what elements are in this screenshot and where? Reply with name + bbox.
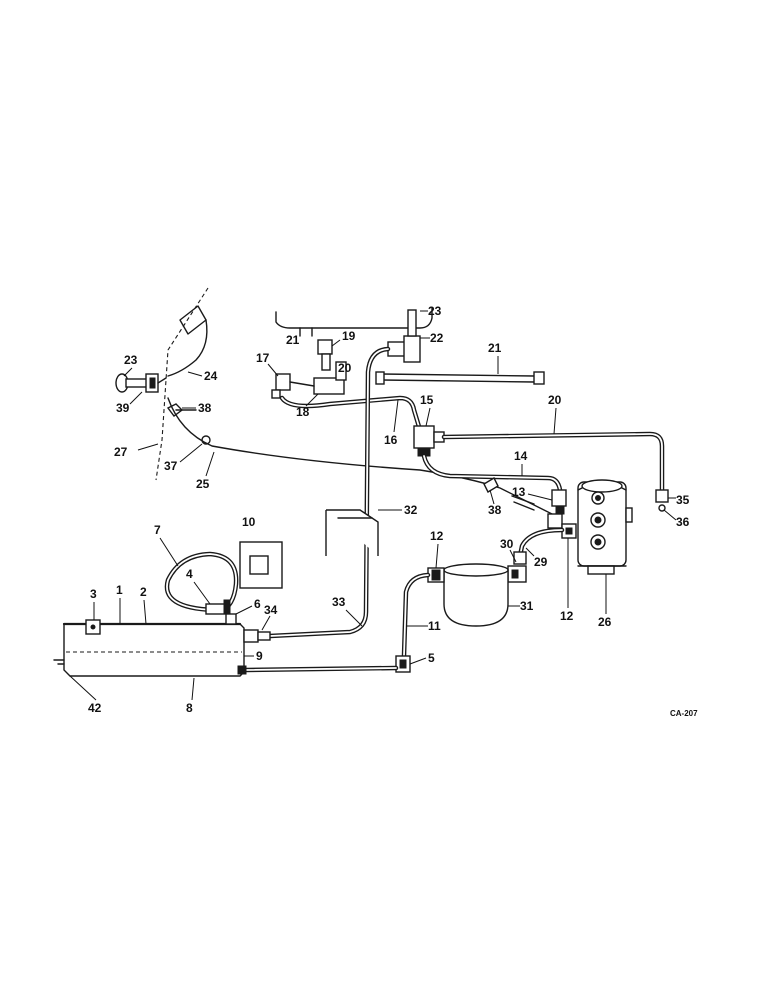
decal-10 <box>239 541 283 589</box>
callout-17: 17 <box>256 351 270 365</box>
callout-5: 5 <box>428 651 435 665</box>
fitting-5 <box>395 655 411 673</box>
callout-38a: 38 <box>198 401 212 415</box>
callout-1: 1 <box>116 583 123 597</box>
filter-31 <box>443 563 509 627</box>
callout-16: 16 <box>384 433 398 447</box>
callout-30: 30 <box>500 537 514 551</box>
callout-22: 22 <box>430 331 444 345</box>
right-fitting <box>483 477 499 493</box>
cab-panel <box>155 287 209 481</box>
callout-6: 6 <box>254 597 261 611</box>
callout-38b: 38 <box>488 503 502 517</box>
callout-24: 24 <box>204 369 218 383</box>
callout-8: 8 <box>186 701 193 715</box>
valve-cluster <box>271 339 347 399</box>
callout-25: 25 <box>196 477 210 491</box>
callout-2: 2 <box>140 585 147 599</box>
callout-32: 32 <box>404 503 418 517</box>
callout-42: 42 <box>88 701 102 715</box>
callout-35: 35 <box>676 493 690 507</box>
diagram-code: CA-207 <box>670 709 698 718</box>
fitting-12-left <box>427 567 445 583</box>
callout-39: 39 <box>116 401 130 415</box>
tank-8 <box>53 613 247 677</box>
callout-23a: 23 <box>124 353 138 367</box>
control-knob <box>115 373 167 393</box>
callout-11: 11 <box>428 619 441 633</box>
callout-33: 33 <box>332 595 346 609</box>
fitting-34 <box>243 629 271 643</box>
callout-7: 7 <box>154 523 161 537</box>
callout-19: 19 <box>342 329 356 343</box>
callout-26: 26 <box>598 615 612 629</box>
callout-21b: 21 <box>488 341 502 355</box>
fitting-13 <box>547 489 567 529</box>
callout-14: 14 <box>514 449 528 463</box>
clamp-4 <box>205 599 231 615</box>
callout-36: 36 <box>676 515 690 529</box>
callout-13: 13 <box>512 485 526 499</box>
callout-37: 37 <box>164 459 178 473</box>
callout-23b: 23 <box>428 304 442 318</box>
callout-labels: 23 22 21 19 20 17 18 21 15 16 20 14 13 3… <box>69 304 690 715</box>
elbow-22 <box>387 309 421 363</box>
callout-31: 31 <box>520 599 534 613</box>
callout-4: 4 <box>186 567 193 581</box>
callout-29: 29 <box>534 555 548 569</box>
left-fitting <box>166 403 197 417</box>
fitting-30 <box>507 551 527 583</box>
callout-20a: 20 <box>338 361 352 375</box>
callout-27: 27 <box>114 445 128 459</box>
callout-10: 10 <box>242 515 256 529</box>
callout-20b: 20 <box>548 393 562 407</box>
hose-coil-7 <box>164 551 239 615</box>
callout-3: 3 <box>90 587 97 601</box>
callout-18: 18 <box>296 405 310 419</box>
bracket-32 <box>325 509 379 556</box>
control-cable <box>167 397 553 515</box>
rod-21 <box>375 371 545 385</box>
fitting-35 <box>655 489 669 512</box>
upper-housing <box>275 307 433 337</box>
callout-9: 9 <box>256 649 263 663</box>
valve-body-26 <box>577 479 633 575</box>
tee-15 <box>413 425 445 457</box>
callout-21a: 21 <box>286 333 300 347</box>
fitting-12-right <box>561 523 577 539</box>
callout-15: 15 <box>420 393 434 407</box>
callout-34: 34 <box>264 603 278 617</box>
callout-12a: 12 <box>430 529 444 543</box>
callout-12b: 12 <box>560 609 574 623</box>
